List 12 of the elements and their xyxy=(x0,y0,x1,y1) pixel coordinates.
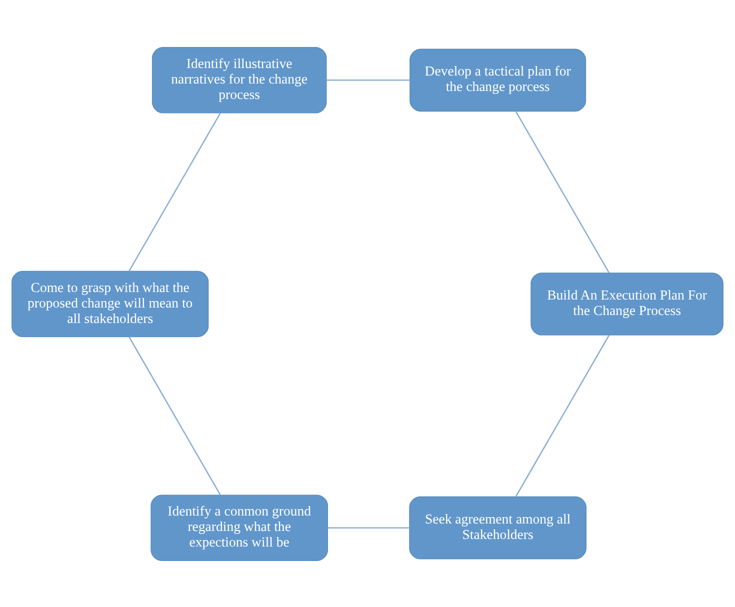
connector xyxy=(515,334,610,496)
node-box: Identify a conmon ground regarding what the expections will be xyxy=(150,494,328,560)
node-box: Build An Execution Plan For the Change Process xyxy=(530,272,724,335)
connector xyxy=(515,110,610,273)
node-box: Seek agreement among all Stakeholders xyxy=(409,496,586,559)
connector xyxy=(128,336,221,495)
connector xyxy=(328,526,410,528)
node-box: Come to grasp with what the proposed change will mean to all stakeholders xyxy=(12,270,209,337)
connector xyxy=(326,79,410,80)
node-box: Develop a tactical plan for the change porcess xyxy=(410,48,586,112)
node-box: Identify illustrative narratives for the change process xyxy=(152,46,327,113)
connector xyxy=(128,112,221,272)
